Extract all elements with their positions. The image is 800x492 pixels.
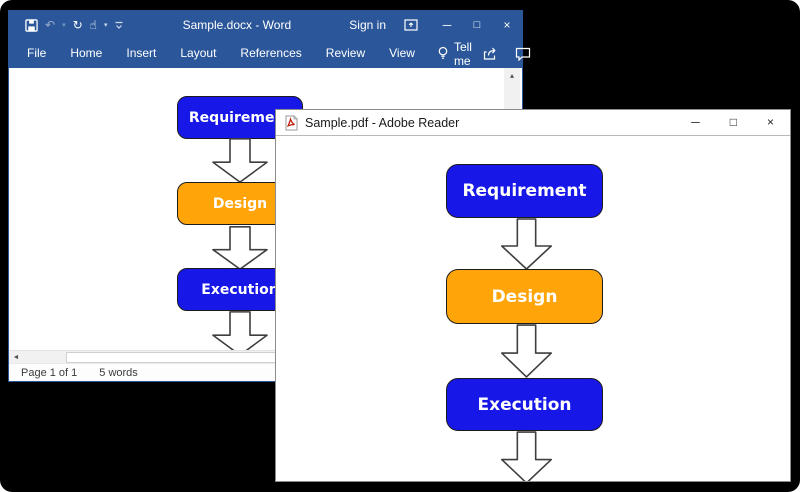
word-titlebar: ↶ ▾ ↻ ☝ ▾ Sample.docx - Word Sign in (9, 11, 522, 39)
undo-icon[interactable]: ↶ (45, 18, 56, 32)
minimize-button[interactable]: ─ (691, 115, 700, 129)
pdf-file-icon (284, 114, 299, 131)
word-count[interactable]: 5 words (99, 366, 138, 379)
sign-in-button[interactable]: Sign in (349, 18, 386, 32)
flowchart-down-arrow (499, 218, 554, 270)
adobe-reader-titlebar: Sample.pdf - Adobe Reader ─ □ × (276, 110, 790, 135)
customize-quick-access-toolbar-icon[interactable] (114, 20, 124, 30)
adobe-reader-window: Sample.pdf - Adobe Reader ─ □ × Requirem… (275, 109, 791, 482)
flowchart-box-label: Requirement (462, 181, 587, 201)
flowchart-down-arrow[interactable] (210, 311, 270, 350)
tell-me-label: Tell me (453, 39, 472, 68)
touch-mode-icon[interactable]: ☝ (89, 18, 97, 32)
scroll-up-icon[interactable]: ▴ (509, 71, 514, 80)
adobe-reader-window-title: Sample.pdf - Adobe Reader (305, 115, 460, 130)
ribbon-tab-insert[interactable]: Insert (126, 46, 157, 60)
maximize-button[interactable]: □ (473, 19, 481, 31)
ribbon-tab-home[interactable]: Home (70, 46, 103, 60)
word-window-controls: ─ □ × (432, 11, 522, 39)
scroll-left-icon[interactable]: ◄ (12, 353, 20, 361)
minimize-button[interactable]: ─ (442, 18, 452, 32)
ribbon-tab-file[interactable]: File (27, 46, 47, 60)
redo-icon[interactable]: ↻ (72, 18, 83, 32)
flowchart-down-arrow (499, 324, 554, 378)
word-ribbon-tabs: File Home Insert Layout References Revie… (9, 39, 531, 68)
close-button[interactable]: × (503, 18, 511, 32)
flowchart-box-label: Design (212, 195, 268, 212)
close-button[interactable]: × (766, 115, 774, 129)
lightbulb-icon (437, 46, 449, 61)
ribbon-tab-references[interactable]: References (240, 46, 302, 60)
ribbon-tab-layout[interactable]: Layout (180, 46, 217, 60)
adobe-reader-window-controls: ─ □ × (691, 110, 774, 135)
flowchart-down-arrow (499, 431, 554, 481)
undo-dropdown-icon[interactable]: ▾ (62, 22, 66, 29)
maximize-button[interactable]: □ (729, 115, 737, 129)
ribbon-right-icons (482, 46, 531, 61)
pdf-page-area: Requirement Design Execution (276, 135, 790, 481)
ribbon-display-options-icon[interactable] (404, 19, 418, 31)
flowchart-box-label: Requirement (188, 109, 292, 126)
flowchart-box-label: Design (491, 286, 558, 307)
flowchart-box-requirement: Requirement (446, 164, 603, 218)
ribbon-tab-review[interactable]: Review (325, 46, 366, 60)
save-icon[interactable] (25, 18, 38, 32)
tell-me-box[interactable]: Tell me (427, 40, 482, 68)
ribbon-tab-view[interactable]: View (389, 46, 415, 60)
flowchart-box-execution: Execution (446, 378, 603, 431)
word-window-title: Sample.docx - Word (182, 18, 292, 32)
flowchart-box-label: Execution (477, 394, 572, 415)
comment-icon[interactable] (515, 47, 531, 61)
flowchart-box-design: Design (446, 269, 603, 324)
touch-mode-dropdown-icon[interactable]: ▾ (103, 22, 108, 29)
flowchart-box-label: Execution (201, 281, 279, 298)
flowchart-down-arrow[interactable] (210, 226, 270, 270)
page-indicator[interactable]: Page 1 of 1 (21, 366, 78, 379)
quick-access-toolbar: ↶ ▾ ↻ ☝ ▾ (25, 18, 124, 32)
share-icon[interactable] (482, 46, 499, 61)
flowchart-down-arrow[interactable] (210, 138, 270, 183)
